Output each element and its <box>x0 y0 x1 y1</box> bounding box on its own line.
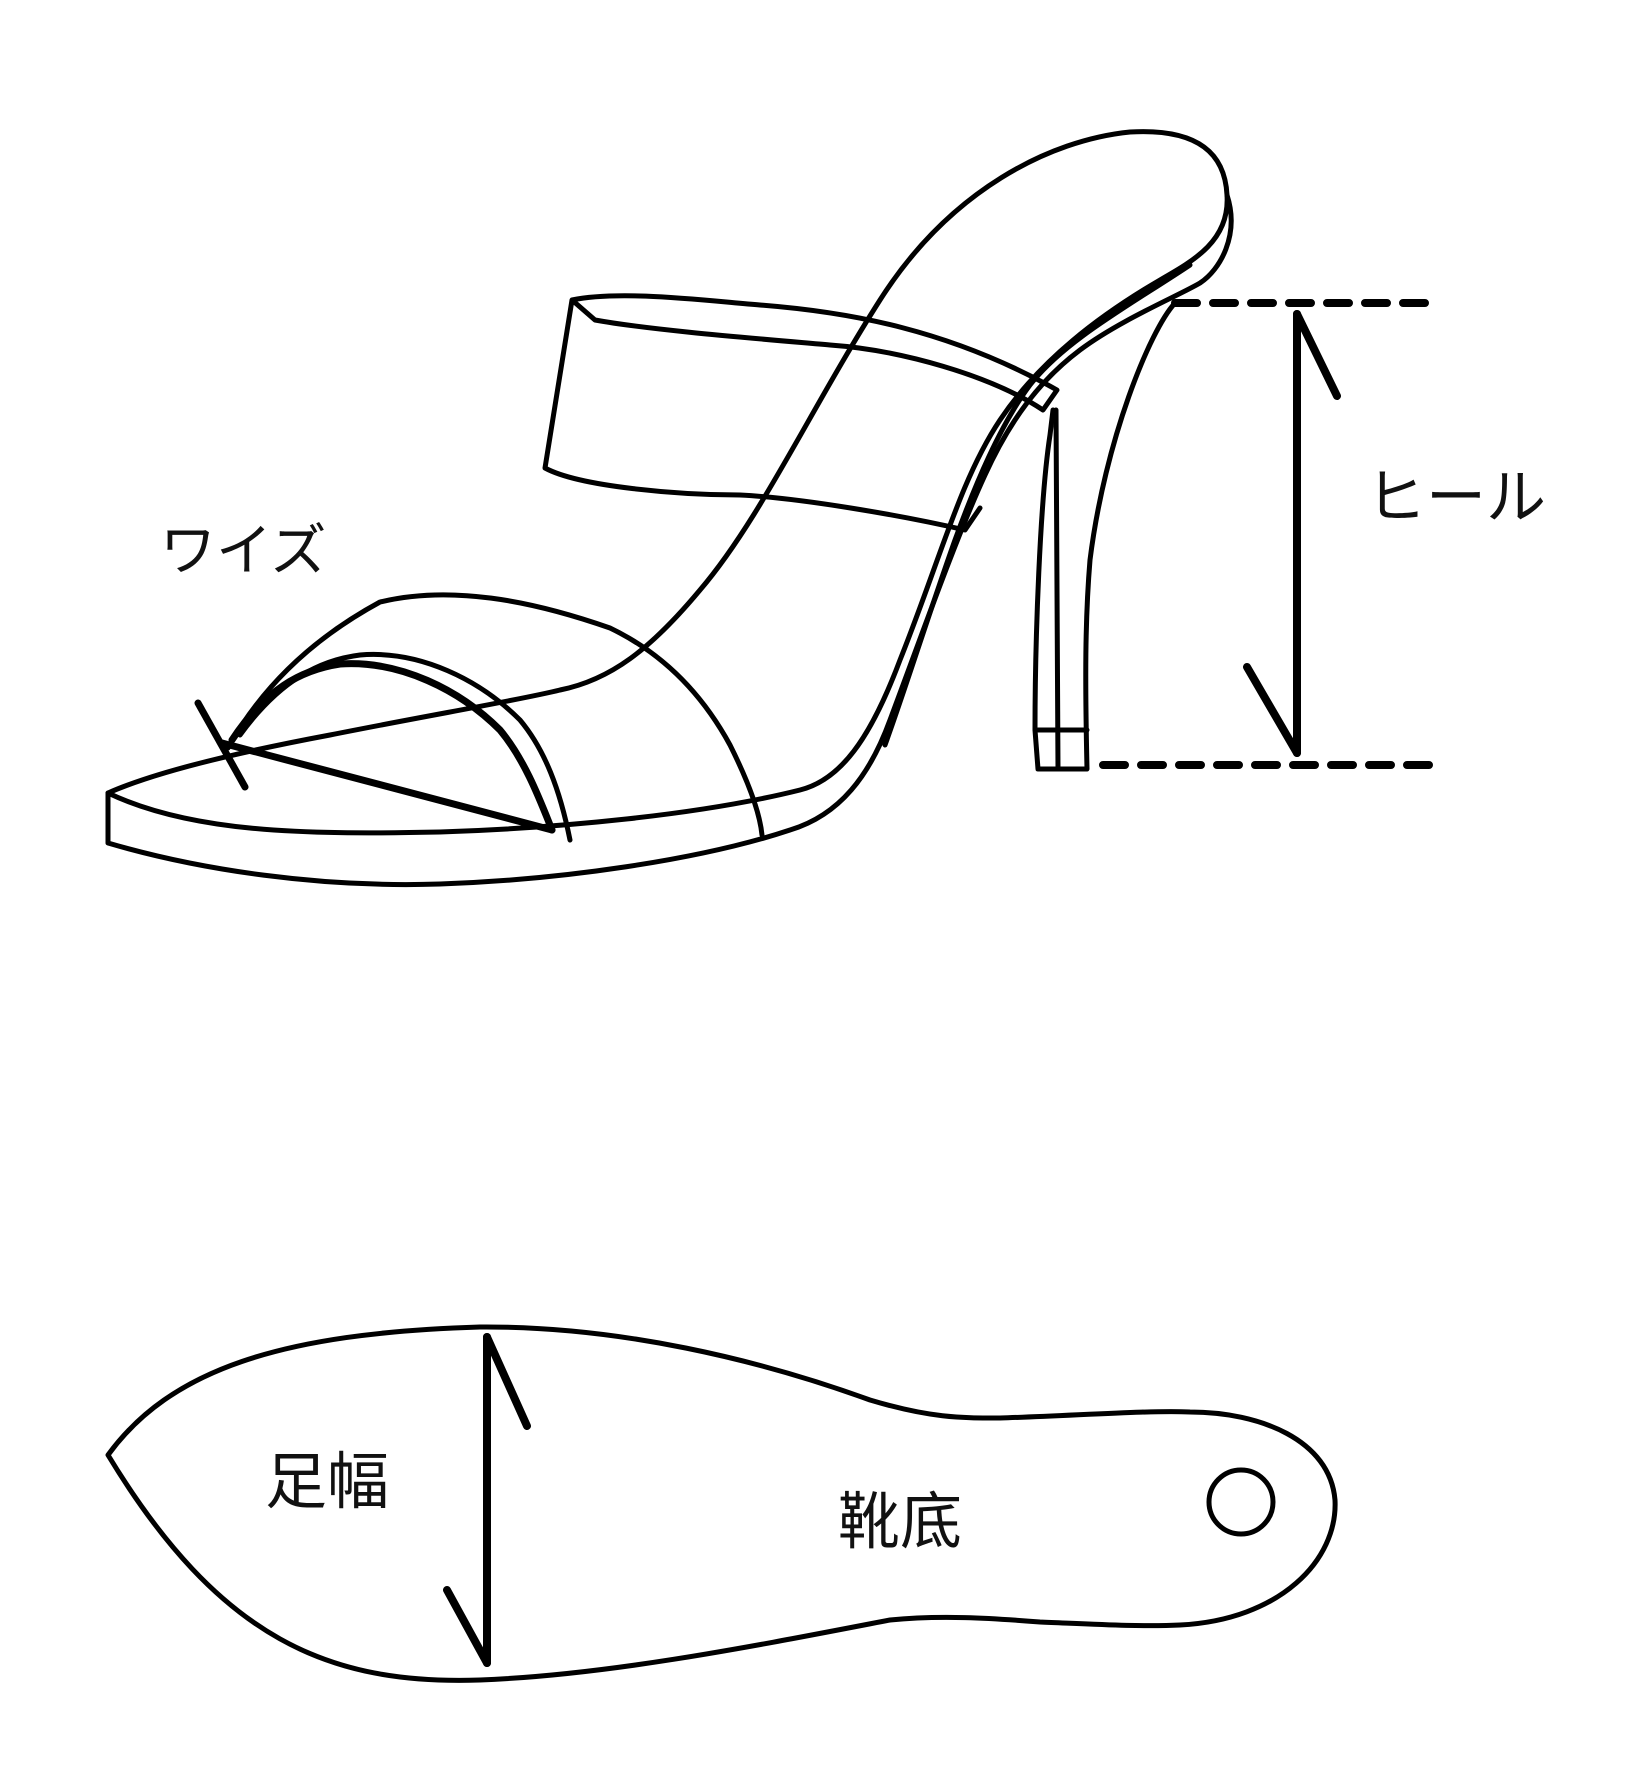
upper-strap <box>542 293 1060 533</box>
footbed-inner-line <box>882 262 1193 748</box>
sole-label: 靴底 <box>838 1485 962 1558</box>
foot-width-arrow <box>443 1333 531 1667</box>
toe-strap <box>225 592 765 838</box>
heel-label: ヒール <box>1366 463 1546 533</box>
width-label: ワイズ <box>160 519 326 584</box>
sole-outline <box>105 1324 1338 1683</box>
heel-tip-circle <box>1206 1467 1276 1537</box>
foot-width-label: 足幅 <box>265 1445 389 1518</box>
sandal-side-view <box>105 129 1234 888</box>
footbed-edge <box>105 192 1234 888</box>
width-arrow <box>194 699 556 834</box>
heel-height-arrow <box>1099 299 1444 769</box>
stiletto-heel <box>1032 300 1178 772</box>
sole-top-view <box>105 1324 1338 1683</box>
toe-strap-inner-2 <box>228 660 556 834</box>
